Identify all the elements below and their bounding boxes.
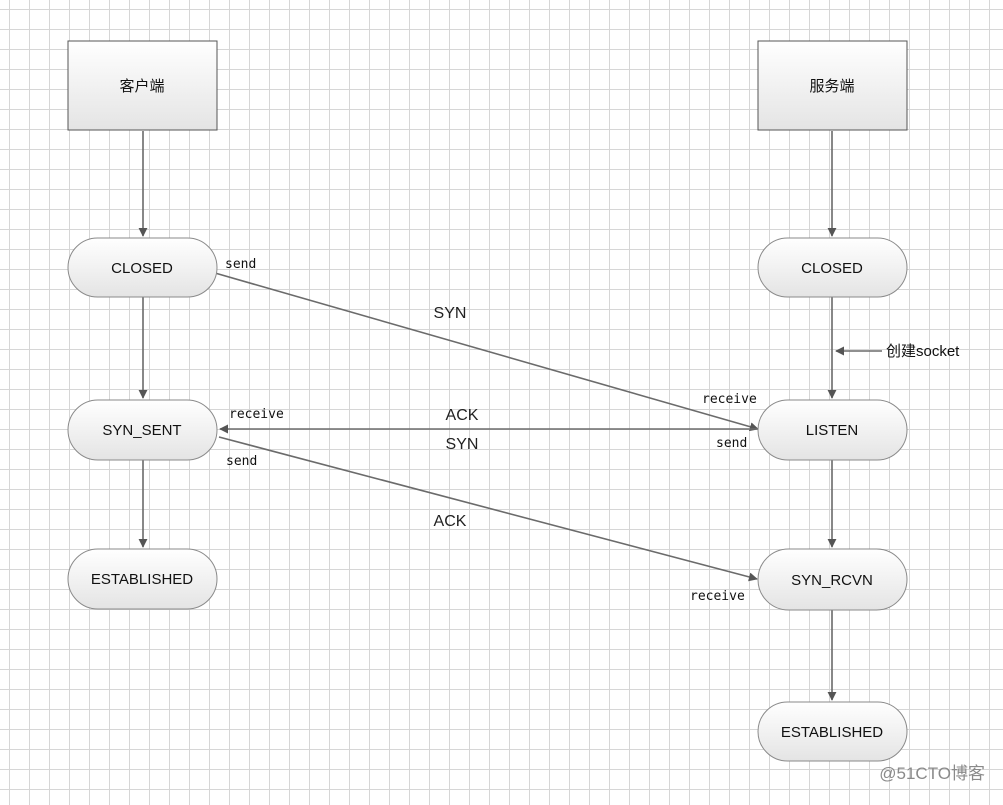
server-syn-rcvn-node: SYN_RCVN (757, 548, 908, 611)
server-closed-node: CLOSED (757, 237, 908, 298)
client-established-node: ESTABLISHED (67, 548, 218, 610)
server-established-node: ESTABLISHED (757, 701, 908, 762)
label-syn-2: SYN (446, 436, 479, 453)
client-header-node: 客户端 (67, 40, 218, 131)
server-listen-node: LISTEN (757, 399, 908, 461)
server-closed-label: CLOSED (801, 260, 863, 277)
server-header-label: 服务端 (809, 78, 854, 95)
edge-syn (214, 272, 759, 432)
client-syn-sent-label: SYN_SENT (102, 422, 181, 439)
server-header-node: 服务端 (757, 40, 908, 131)
label-syn: SYN (434, 305, 467, 322)
server-established-label: ESTABLISHED (781, 724, 883, 741)
watermark: @51CTO博客 (879, 764, 985, 783)
event-server-receive-1: receive (702, 392, 757, 407)
client-closed-label: CLOSED (111, 260, 173, 277)
edge-ack (218, 436, 758, 582)
label-ack-2: ACK (434, 513, 467, 530)
event-client-send-2: send (226, 454, 257, 469)
label-ack-1: ACK (446, 407, 479, 424)
event-server-send: send (716, 436, 747, 451)
server-syn-rcvn-label: SYN_RCVN (791, 572, 873, 589)
client-established-label: ESTABLISHED (91, 571, 193, 588)
client-syn-sent-node: SYN_SENT (67, 399, 218, 461)
event-client-receive: receive (229, 407, 284, 422)
client-closed-node: CLOSED (67, 237, 218, 298)
event-client-send-1: send (225, 257, 256, 272)
label-create-socket: 创建socket (886, 343, 960, 360)
client-header-label: 客户端 (119, 78, 164, 95)
event-server-receive-2: receive (690, 589, 745, 604)
server-listen-label: LISTEN (806, 422, 859, 439)
